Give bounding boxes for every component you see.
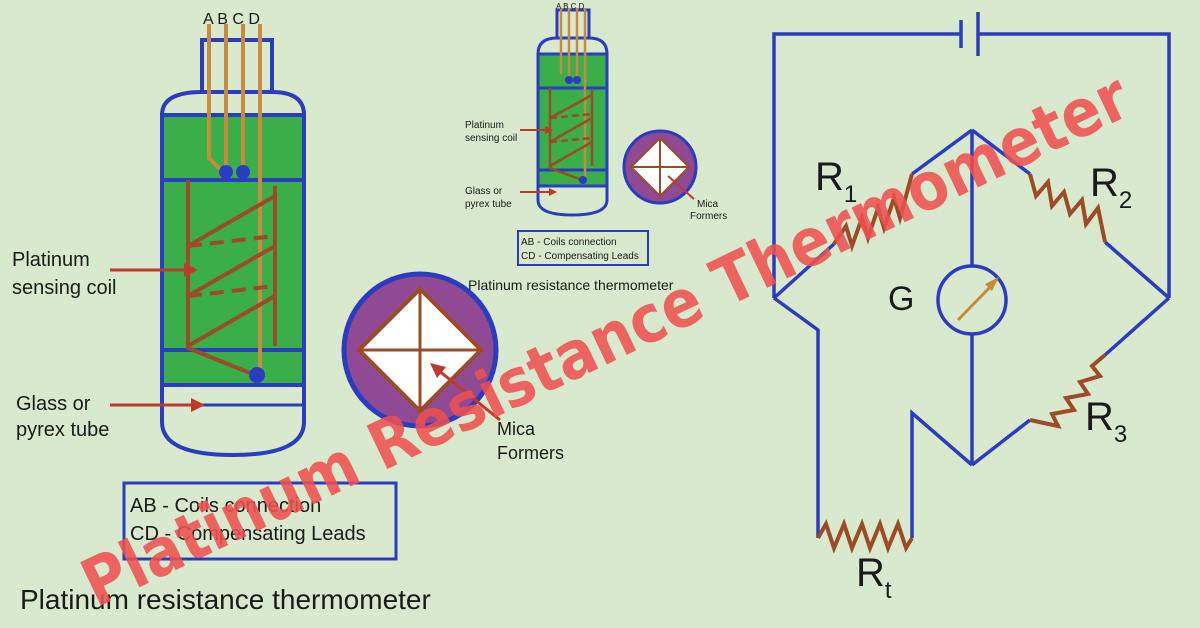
wheatstone-bridge [772, 12, 1171, 538]
large-legend-box [122, 481, 398, 561]
large-coil-back [187, 234, 276, 298]
small-legend-line: CD - Compensating Leads [521, 251, 639, 262]
resistor-r1 [832, 173, 914, 253]
large-mica-label: Mica [497, 419, 536, 439]
resistor-r3 [1029, 353, 1107, 429]
small-tube-label: Glass or [465, 186, 503, 197]
large-glass-tube [160, 383, 306, 458]
large-tube-arrowhead [191, 398, 205, 412]
small-terminal [573, 76, 581, 84]
large-terminal [236, 165, 250, 179]
large-coil-label: Platinum [12, 249, 90, 271]
large-sensing-coil [186, 180, 277, 377]
large-legend-line: CD - Compensating Leads [130, 523, 366, 545]
bridge-arm-r2 [970, 128, 1171, 300]
small-mica-label: Mica [697, 199, 719, 210]
small-coil-arrowhead [545, 126, 553, 134]
resistor-rt [816, 518, 914, 554]
large-coil-label: sensing coil [12, 277, 117, 299]
galvanometer: G [888, 264, 1008, 336]
small-legend: AB - Coils connection CD - Compensating … [517, 230, 649, 266]
small-leads [559, 8, 587, 178]
large-green-body [160, 113, 306, 387]
small-mica-label: Formers [690, 211, 727, 222]
bridge-arm-r3 [970, 296, 1171, 467]
small-tube-arrowhead [549, 188, 557, 196]
large-legend-line: AB - Coils connection [130, 495, 321, 517]
large-coil-arrowhead [184, 263, 198, 277]
small-thermometer: A B C D Platinum sensing coil Glass or p… [465, 2, 609, 217]
large-tube-label: Glass or [16, 393, 91, 415]
large-mica-arrowhead [430, 363, 446, 378]
bridge-arm-r1 [772, 128, 974, 300]
small-terminal [565, 76, 573, 84]
small-terminal [579, 176, 587, 184]
large-mica-former: Mica Formers [341, 271, 564, 463]
small-mica-former: Mica Formers [622, 129, 727, 222]
large-terminal [249, 367, 265, 383]
large-mica-label: Formers [497, 443, 564, 463]
small-coil-back [549, 112, 593, 144]
large-top-dome [159, 90, 307, 117]
small-caption: Platinum resistance thermometer [468, 277, 674, 293]
galvanometer-label: G [888, 280, 914, 318]
small-legend-box [517, 230, 649, 266]
resistors [816, 173, 1107, 554]
large-tube-label: pyrex tube [16, 419, 109, 441]
small-mica-arrow [667, 175, 695, 200]
large-thermometer: A B C D Platinum sensing coil Glass or p… [12, 11, 307, 458]
rt-branch [772, 296, 974, 538]
large-leads-label: A B C D [203, 11, 260, 28]
small-top-dome [536, 36, 609, 56]
label-r3: R3 [1085, 395, 1127, 448]
battery-wire [772, 32, 1171, 298]
large-terminal [219, 165, 233, 179]
large-caption: Platinum resistance thermometer [20, 584, 431, 615]
label-r2: R2 [1090, 161, 1132, 214]
small-sensing-coil [548, 88, 594, 182]
small-coil-label: Platinum [465, 120, 504, 131]
galvanometer-circle [936, 264, 1008, 336]
label-rt: Rt [856, 551, 892, 604]
small-legend-line: AB - Coils connection [521, 237, 617, 248]
small-tube-label: pyrex tube [465, 199, 512, 210]
galvanometer-needle-tip [985, 277, 999, 291]
small-green-body [536, 52, 609, 188]
galvanometer-needle [956, 280, 997, 322]
small-glass-tube [536, 184, 609, 217]
small-leads-label: A B C D [556, 2, 585, 11]
large-mica-arrow [437, 368, 501, 422]
resistor-r2 [1028, 173, 1107, 243]
large-legend: AB - Coils connection CD - Compensating … [122, 481, 398, 561]
label-r1: R1 [815, 155, 857, 208]
small-coil-label: sensing coil [465, 133, 517, 144]
